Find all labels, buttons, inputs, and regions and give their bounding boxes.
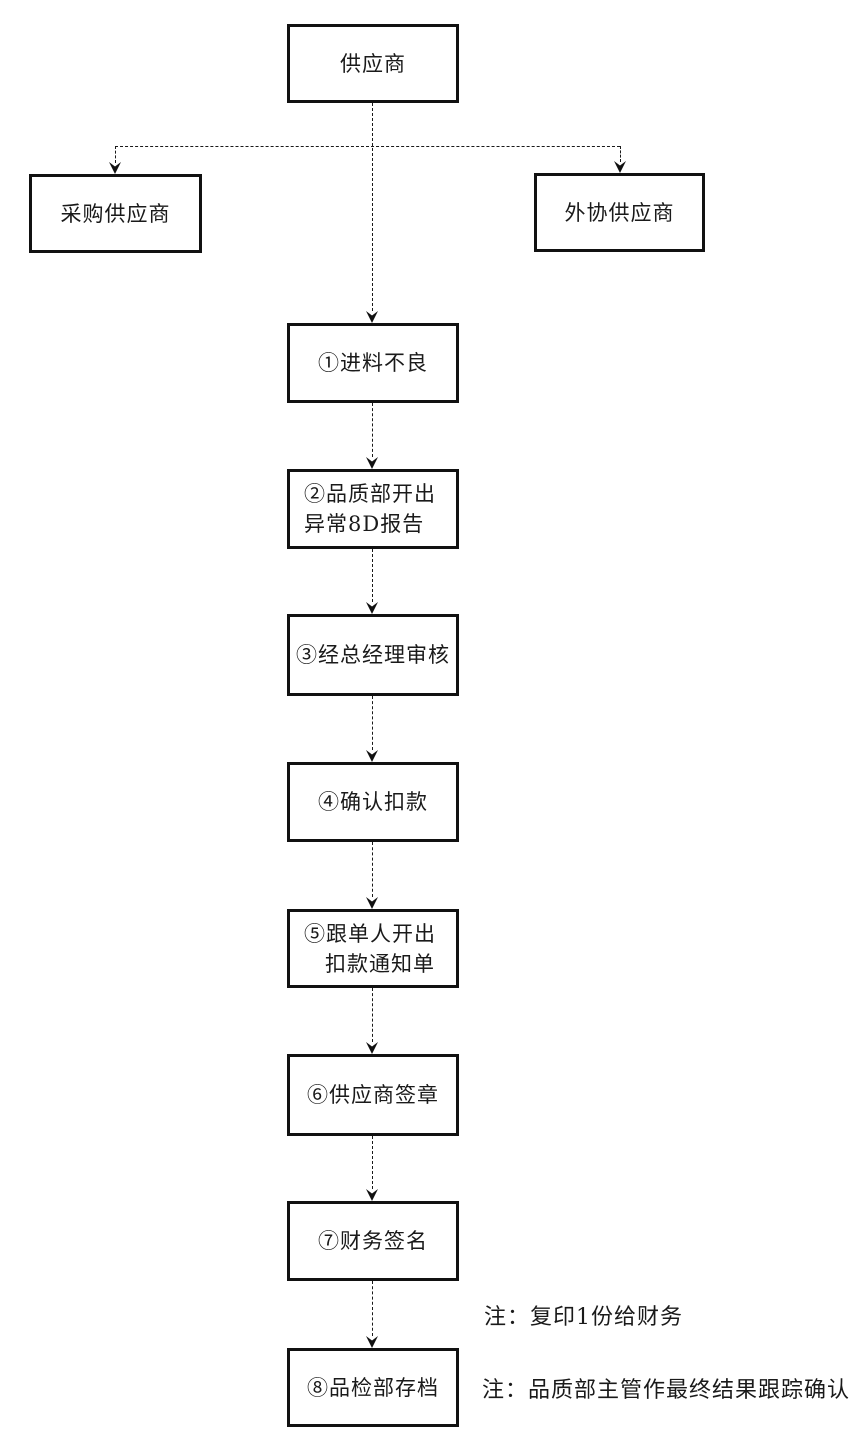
node-step7-finance-sign: ⑦财务签名	[287, 1201, 459, 1281]
arrow-down-icon	[366, 311, 378, 323]
connector-supplier-to-step1	[372, 103, 373, 311]
node-step5-label-line1: ⑤跟单人开出	[304, 921, 436, 946]
node-step8-archive: ⑧品检部存档	[287, 1348, 459, 1427]
node-supplier-label: 供应商	[340, 51, 406, 76]
note-final-tracking: 注：品质部主管作最终结果跟踪确认	[482, 1378, 851, 1403]
node-step5-deduction-notice: ⑤跟单人开出 扣款通知单	[287, 909, 459, 988]
node-outsource-supplier: 外协供应商	[534, 173, 705, 252]
arrow-down-icon	[366, 1189, 378, 1201]
node-supplier: 供应商	[287, 24, 459, 103]
arrow-down-icon	[366, 1042, 378, 1054]
node-outsource-supplier-label: 外协供应商	[564, 200, 675, 225]
node-step4-label: ④确认扣款	[318, 790, 428, 814]
connector-step6-step7	[372, 1136, 373, 1189]
connector-branch-horizontal	[115, 146, 620, 147]
node-step8-label: ⑧品检部存档	[307, 1375, 439, 1400]
node-step2-label-line2: 异常8D报告	[304, 512, 425, 536]
node-step4-confirm-deduction: ④确认扣款	[287, 762, 459, 842]
arrow-down-icon	[366, 897, 378, 909]
connector-step7-step8	[372, 1281, 373, 1336]
connector-step3-step4	[372, 696, 373, 750]
arrow-down-icon	[109, 162, 121, 174]
node-step3-label: ③经总经理审核	[296, 643, 450, 667]
arrow-down-icon	[614, 161, 626, 173]
node-step3-gm-review: ③经总经理审核	[287, 614, 459, 696]
connector-branch-to-outsource	[620, 146, 621, 162]
arrow-down-icon	[366, 457, 378, 469]
connector-branch-to-purchase	[115, 146, 116, 163]
arrow-down-icon	[366, 750, 378, 762]
node-step2-label-line1: ②品质部开出	[304, 482, 436, 506]
connector-step2-step3	[372, 549, 373, 602]
node-step7-label: ⑦财务签名	[318, 1229, 428, 1253]
arrow-down-icon	[366, 1336, 378, 1348]
node-purchase-supplier: 采购供应商	[29, 174, 202, 253]
node-step1-label: ①进料不良	[318, 351, 428, 375]
node-step5-label-line2: 扣款通知单	[325, 951, 435, 976]
arrow-down-icon	[366, 602, 378, 614]
node-purchase-supplier-label: 采购供应商	[60, 201, 171, 226]
connector-step5-step6	[372, 988, 373, 1042]
node-step2-quality-8d-report: ②品质部开出 异常8D报告	[287, 469, 459, 549]
note-finance-copy: 注：复印1份给财务	[484, 1305, 683, 1330]
node-step6-label: ⑥供应商签章	[307, 1083, 439, 1107]
node-step1-incoming-defect: ①进料不良	[287, 323, 459, 403]
connector-step4-step5	[372, 842, 373, 897]
connector-step1-step2	[372, 403, 373, 457]
node-step6-supplier-stamp: ⑥供应商签章	[287, 1054, 459, 1136]
